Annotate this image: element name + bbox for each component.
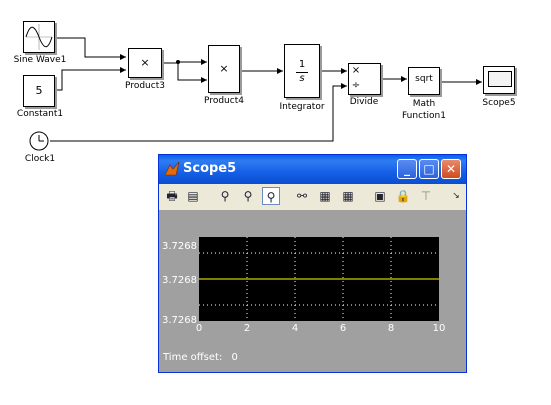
y-tick-label: 3.7268 [162,275,197,286]
constant-block[interactable]: 5 [23,75,55,107]
x-tick-label: 2 [243,323,251,334]
product3-symbol: × [140,56,150,69]
scope-window-title: Scope5 [183,161,237,176]
math-function-label-line2: Function1 [401,111,446,121]
x-tick-label: 8 [387,323,395,334]
divide-block[interactable]: × ÷ [348,63,381,95]
minimize-button[interactable]: _ [397,159,417,179]
floating-scope-icon[interactable]: ▣ [374,189,386,203]
product4-symbol: × [219,62,229,75]
integrator-label: Integrator [279,102,325,112]
product4-label: Product4 [204,96,244,106]
time-offset-label: Time offset: [163,352,223,363]
sine-wave-block[interactable] [23,21,55,53]
integrator-numerator: 1 [298,59,306,70]
binoculars-icon[interactable]: ⚯ [296,189,308,203]
time-offset-value: 0 [231,352,238,363]
scope-plot-area: 3.7268 3.7268 3.7268 0 2 4 6 8 10 Time offset… [159,210,466,372]
divide-label: Divide [349,97,379,107]
constant-value: 5 [35,84,43,97]
y-tick-label: 3.7268 [162,241,197,252]
time-offset: Time offset: 0 [163,352,238,363]
sine-wave-label: Sine Wave1 [13,55,67,65]
x-tick-label: 6 [339,323,347,334]
scope-titlebar[interactable]: Scope5 _ □ ✕ [159,155,466,184]
maximize-button[interactable]: □ [419,159,439,179]
zoom-x-icon[interactable]: ⚲ [243,189,253,203]
x-tick-label: 0 [195,323,203,334]
scope-label: Scope5 [482,98,516,108]
matlab-logo-icon [164,161,180,176]
scope-screen-icon [488,71,512,87]
printer-icon[interactable]: 🖶 [166,189,178,203]
clock-label: Clock1 [24,154,56,164]
constant-label: Constant1 [16,109,64,119]
parameters-icon[interactable]: ▤ [187,189,199,203]
integrator-denominator: s [299,73,305,84]
save-axes-icon[interactable]: ▦ [319,189,331,203]
product4-block[interactable]: × [208,45,240,93]
restore-axes-icon[interactable]: ▦ [342,189,354,203]
dropdown-arrow-icon[interactable]: ↘ [452,191,460,201]
lock-icon[interactable]: 🔒 [395,189,411,203]
product3-label: Product3 [125,81,165,91]
zoom-in-icon[interactable]: ⚲ [220,189,230,203]
scope-toolbar: 🖶 ▤ ⚲ ⚲ ⚲ ⚯ ▦ ▦ ▣ 🔒 ⊤ ↘ [159,184,466,210]
clock-icon[interactable] [27,130,51,154]
product3-block[interactable]: × [128,48,162,78]
divide-multiply-symbol: × [351,65,361,76]
integrator-fraction-bar [296,72,308,73]
sine-wave-icon [25,24,53,50]
y-tick-label: 3.7268 [162,315,197,326]
scope-window[interactable]: Scope5 _ □ ✕ 🖶 ▤ ⚲ ⚲ ⚲ ⚯ ▦ ▦ ▣ 🔒 ⊤ ↘ 3.7… [158,154,467,373]
divide-divide-symbol: ÷ [351,80,361,91]
scope-axes[interactable] [199,237,439,321]
x-tick-label: 10 [432,323,446,334]
scope-block[interactable] [483,66,515,94]
math-function-label-line1: Math [412,99,436,109]
x-tick-label: 4 [291,323,299,334]
math-function-block[interactable]: sqrt [408,67,440,95]
math-function-name: sqrt [415,74,433,84]
signal-selection-icon[interactable]: ⊤ [420,189,432,203]
close-button[interactable]: ✕ [441,159,461,179]
zoom-y-icon[interactable]: ⚲ [262,187,280,205]
integrator-block[interactable]: 1 s [284,44,320,98]
